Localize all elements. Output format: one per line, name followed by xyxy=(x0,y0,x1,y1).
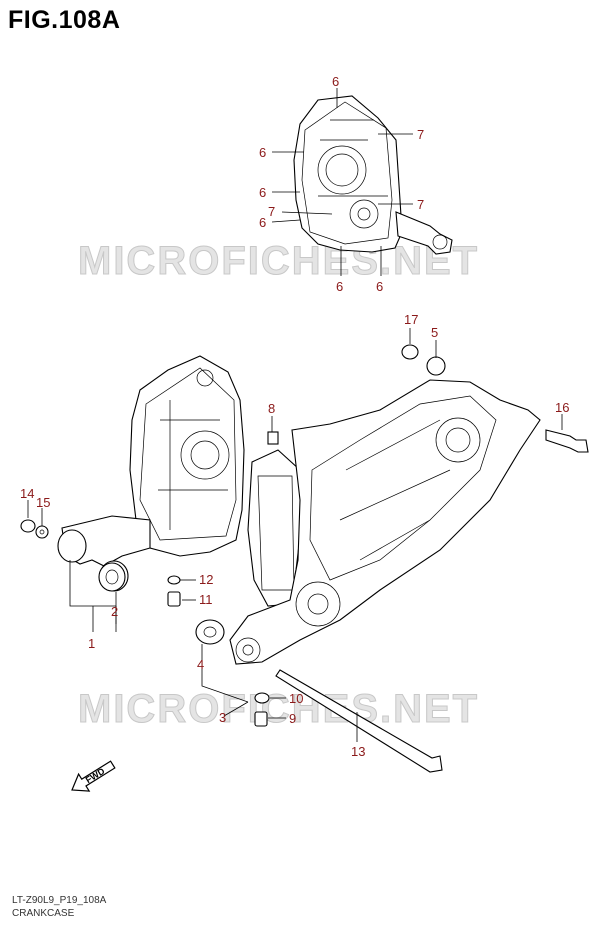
callout-12: 12 xyxy=(199,572,213,587)
nut-17 xyxy=(401,344,419,360)
callout-17: 17 xyxy=(404,312,418,327)
watermark-top: MICROFICHES.NET xyxy=(78,239,479,283)
callout-6: 6 xyxy=(332,74,339,89)
callout-11: 11 xyxy=(199,592,213,607)
bushing-2 xyxy=(98,562,126,592)
callout-15: 15 xyxy=(36,495,50,510)
callout-6: 6 xyxy=(259,215,266,230)
through-bolt-13 xyxy=(275,669,443,773)
callout-6: 6 xyxy=(259,145,266,160)
fwd-arrow: FWD xyxy=(71,760,116,792)
callout-7: 7 xyxy=(268,204,275,219)
footer-name: CRANKCASE xyxy=(12,908,75,919)
bolt-11 xyxy=(167,591,181,607)
callout-1: 1 xyxy=(88,636,95,651)
callout-14: 14 xyxy=(20,486,34,501)
nut-14 xyxy=(20,519,36,533)
bolt-9 xyxy=(254,711,268,727)
callout-4: 4 xyxy=(197,657,204,672)
crankcase-right-half xyxy=(229,379,541,665)
bolt-16 xyxy=(545,429,589,453)
crankcase-left-half xyxy=(57,355,245,592)
footer-code: LT-Z90L9_P19_108A xyxy=(12,895,107,906)
callout-10: 10 xyxy=(289,691,303,706)
washer-15 xyxy=(35,525,49,539)
callout-16: 16 xyxy=(555,400,569,415)
leader-lines xyxy=(27,88,563,742)
crankcase-cover-top xyxy=(293,95,453,255)
washer-12 xyxy=(167,575,181,585)
bushing-5 xyxy=(426,356,446,376)
figure-title: FIG.108A xyxy=(8,6,121,34)
callout-13: 13 xyxy=(351,744,365,759)
callout-8: 8 xyxy=(268,401,275,416)
pin-8 xyxy=(267,431,279,445)
callout-7: 7 xyxy=(417,197,424,212)
washer-10 xyxy=(254,692,270,704)
bushing-4 xyxy=(195,619,225,645)
watermark-bottom: MICROFICHES.NET xyxy=(78,687,479,731)
callout-2: 2 xyxy=(111,604,118,619)
callout-labels: 6 7 6 6 7 7 6 6 6 17 5 16 8 14 15 12 11 … xyxy=(20,74,569,759)
callout-6: 6 xyxy=(376,279,383,294)
callout-3: 3 xyxy=(219,710,226,725)
callout-6: 6 xyxy=(259,185,266,200)
callout-9: 9 xyxy=(289,711,296,726)
callout-5: 5 xyxy=(431,325,438,340)
callout-6: 6 xyxy=(336,279,343,294)
callout-7: 7 xyxy=(417,127,424,142)
